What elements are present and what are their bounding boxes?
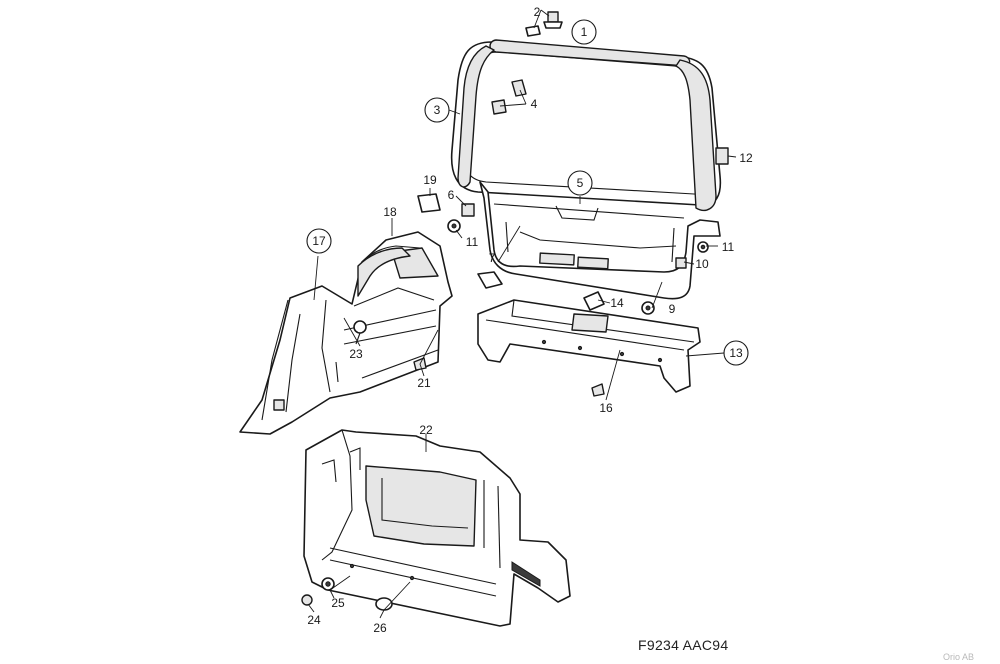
clip-6 — [461, 203, 475, 217]
right-window-trim — [675, 59, 717, 212]
callout-21: 21 — [417, 376, 431, 390]
callouts: 1 2 3 4 5 6 7 9 10 11 11 12 13 14 16 17 … — [306, 5, 753, 635]
clip-16 — [591, 383, 605, 397]
inner-quarter-trim — [357, 247, 411, 297]
callout-ring-1 — [571, 19, 597, 45]
fastener-2b — [525, 25, 541, 37]
callout-14: 14 — [610, 296, 624, 310]
callout-17: 17 — [312, 234, 326, 248]
clip-14 — [583, 291, 605, 311]
callout-25: 25 — [331, 596, 345, 610]
rear-trim-panel — [303, 429, 571, 627]
callout-22: 22 — [419, 423, 433, 437]
callout-ring-3 — [424, 97, 450, 123]
grommet-11-right — [697, 241, 709, 253]
callout-23: 23 — [349, 347, 363, 361]
callout-18: 18 — [383, 205, 397, 219]
callout-16: 16 — [599, 401, 613, 415]
clip-10 — [675, 257, 687, 269]
callout-3: 3 — [434, 103, 441, 117]
callout-1: 1 — [581, 25, 588, 39]
callout-13: 13 — [729, 346, 743, 360]
knob-23 — [353, 320, 367, 345]
screw-9 — [641, 301, 655, 315]
grommet-11-left — [447, 219, 461, 233]
callout-19: 19 — [423, 173, 437, 187]
callout-ring-13 — [723, 340, 749, 366]
credit-watermark: Orio AB — [943, 652, 975, 662]
sill-scuff-plate — [477, 299, 701, 393]
leader-lines — [307, 9, 737, 619]
left-window-trim — [457, 45, 495, 188]
callout-ring-17 — [306, 228, 332, 254]
fastener-2 — [543, 11, 563, 29]
clip-19 — [417, 193, 441, 213]
lower-tailgate-panel — [479, 181, 721, 300]
latch-7 — [477, 271, 503, 289]
clip-4-lower — [491, 99, 507, 115]
left-quarter-trim-panel — [239, 231, 453, 435]
callout-11-left: 11 — [466, 235, 479, 249]
clip-25 — [321, 577, 335, 591]
callout-4: 4 — [531, 97, 538, 111]
callout-11-right: 11 — [722, 240, 735, 254]
callout-6: 6 — [448, 188, 455, 202]
figure-reference: F9234 AAC94 — [638, 637, 729, 653]
callout-26: 26 — [373, 621, 387, 635]
callout-10: 10 — [695, 257, 709, 271]
screw-24 — [301, 594, 313, 606]
callout-12: 12 — [739, 151, 753, 165]
callout-9: 9 — [669, 302, 676, 316]
callout-ring-5 — [567, 170, 593, 196]
clip-12 — [715, 147, 729, 165]
callout-5: 5 — [577, 176, 584, 190]
callout-2: 2 — [534, 5, 541, 19]
clip-4-upper — [511, 79, 527, 97]
callout-7: 7 — [489, 251, 496, 265]
callout-24: 24 — [307, 613, 321, 627]
